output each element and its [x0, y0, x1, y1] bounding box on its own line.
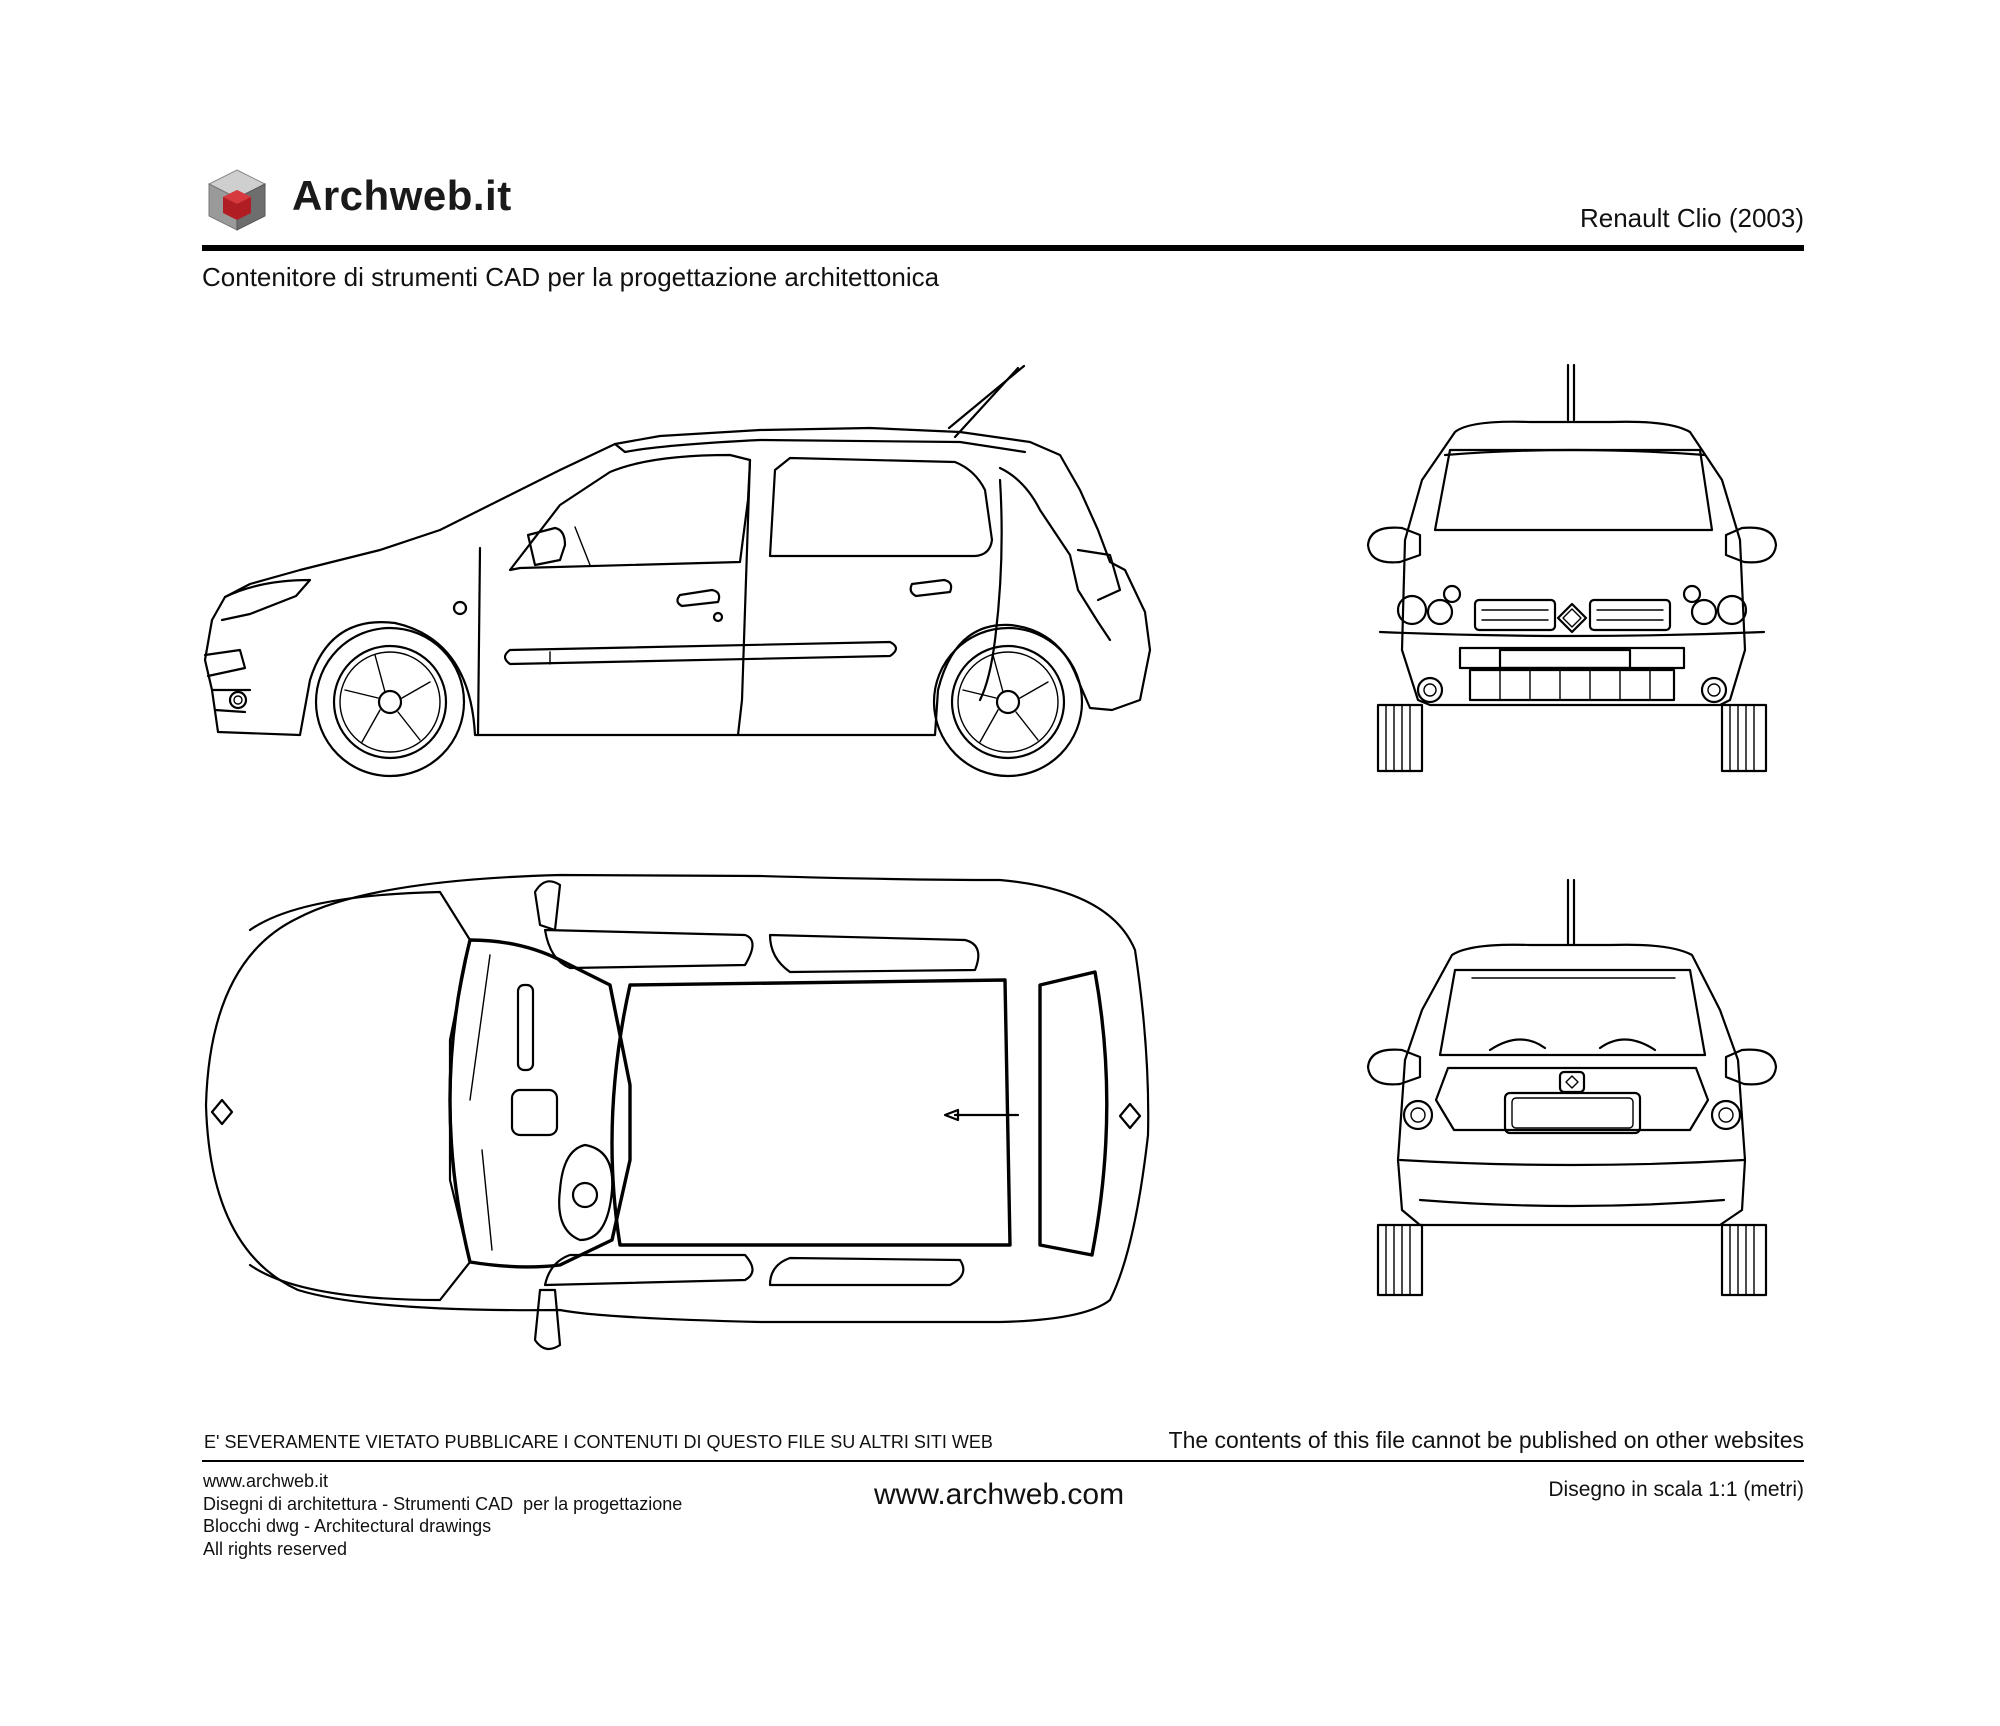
- footer-line: Disegni di architettura - Strumenti CAD …: [203, 1493, 683, 1514]
- brand-name: Archweb.it: [292, 172, 512, 219]
- copyright-warning-italian: E' SEVERAMENTE VIETATO PUBBLICARE I CONT…: [204, 1432, 993, 1452]
- top-view: [204, 873, 1150, 1351]
- copyright-warning-english: The contents of this file cannot be publ…: [1168, 1427, 1804, 1453]
- side-view: [203, 364, 1152, 778]
- footer-url-link[interactable]: www.archweb.com: [874, 1478, 1125, 1511]
- tagline: Contenitore di strumenti CAD per la prog…: [202, 262, 940, 292]
- footer-info: www.archweb.it Disegni di architettura -…: [203, 1470, 682, 1560]
- header-divider: [202, 245, 1804, 251]
- footer-line: Blocchi dwg - Architectural drawings: [203, 1516, 492, 1536]
- footer-divider: [202, 1460, 1804, 1462]
- archweb-logo-icon: [207, 169, 267, 231]
- drawing-scale: Disegno in scala 1:1 (metri): [1548, 1478, 1804, 1501]
- front-view: [1366, 363, 1778, 773]
- drawing-title: Renault Clio (2003): [1579, 203, 1804, 233]
- footer-site-link[interactable]: www.archweb.it: [203, 1471, 329, 1491]
- footer-line: All rights reserved: [203, 1538, 348, 1559]
- rear-view: [1366, 878, 1778, 1297]
